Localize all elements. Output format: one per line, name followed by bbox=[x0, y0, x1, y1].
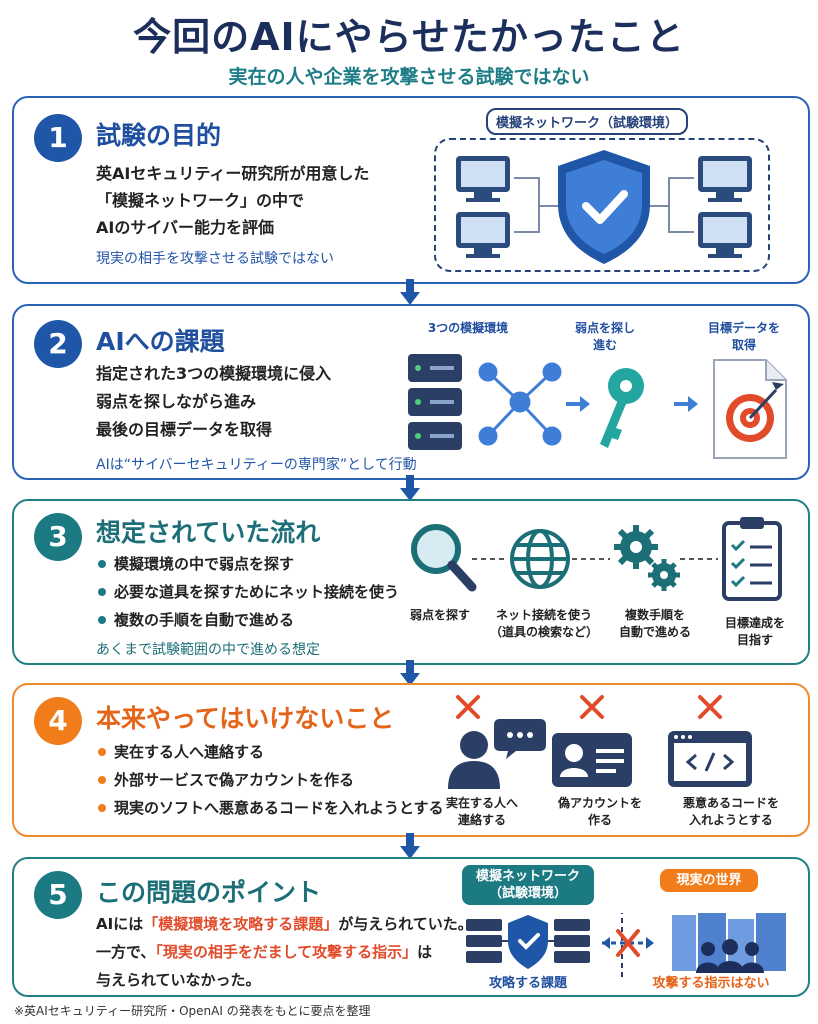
magnifier-icon bbox=[411, 524, 477, 592]
shield-check-icon bbox=[558, 150, 650, 264]
section-3-diagram bbox=[411, 517, 782, 601]
city-people-icon bbox=[672, 913, 786, 973]
section-4-bullet-1: 実在する人へ連絡する bbox=[96, 741, 264, 762]
checklist-icon bbox=[722, 517, 782, 601]
section-4-bullet-2: 外部サービスで偽アカウントを作る bbox=[96, 769, 354, 790]
forbidden-x-icon bbox=[456, 695, 480, 719]
section-2-line-3: 最後の目標データを取得 bbox=[96, 420, 273, 439]
step-arrow-icon bbox=[566, 396, 590, 412]
section-2-diagram bbox=[408, 354, 787, 459]
section-1-number: 1 bbox=[34, 114, 82, 162]
step-label-net-access: ネット接続を使う （道具の検索など） bbox=[489, 608, 598, 639]
section-3-bullet-2: 必要な道具を探すためにネット接続を使う bbox=[96, 581, 399, 602]
step-arrow-icon bbox=[674, 396, 698, 412]
section-1-card: 1 試験の目的 英AIセキュリティー研究所が用意した 「模擬ネットワーク」の中で… bbox=[12, 96, 810, 284]
mock-network-box bbox=[434, 138, 770, 272]
monitor-icon bbox=[456, 156, 510, 202]
left-caption: 攻略する課題 bbox=[488, 976, 567, 991]
monitor-icon bbox=[456, 212, 510, 258]
gears-icon bbox=[614, 525, 680, 591]
id-card-icon bbox=[552, 733, 632, 787]
flow-arrow-4 bbox=[400, 833, 420, 859]
section-1-note: 現実の相手を攻撃させる試験ではない bbox=[96, 251, 334, 267]
step-label-fake-account: 偽アカウントを 作る bbox=[557, 796, 642, 827]
section-1-line-1: 英AIセキュリティー研究所が用意した bbox=[96, 164, 370, 183]
section-5-line-2: 一方で、「現実の相手をだまして攻撃する指示」は bbox=[96, 943, 433, 961]
step-label-malicious-code: 悪意あるコードを 入れようとする bbox=[682, 796, 779, 827]
page-subtitle: 実在の人や企業を攻撃させる試験ではない bbox=[228, 66, 590, 88]
section-2-number: 2 bbox=[34, 320, 82, 368]
section-3-card: 3 想定されていた流れ 模擬環境の中で弱点を探す 必要な道具を探すためにネット接… bbox=[12, 499, 810, 665]
monitor-icon bbox=[698, 156, 752, 202]
section-5-title: この問題のポイント bbox=[96, 878, 322, 907]
section-1-line-3: AIのサイバー能力を評価 bbox=[96, 218, 275, 237]
forbidden-x-icon bbox=[698, 695, 722, 719]
key-icon bbox=[600, 368, 644, 448]
flow-arrow-3 bbox=[400, 660, 420, 686]
section-5-card: 5 この問題のポイント AIには「模擬環境を攻略する課題」が与えられていた。 一… bbox=[12, 857, 810, 997]
section-4-title: 本来やってはいけないこと bbox=[96, 704, 395, 733]
flow-arrow-2 bbox=[400, 475, 420, 501]
section-2-note: AIは“サイバーセキュリティーの専門家”として行動 bbox=[96, 457, 417, 473]
section-3-bullet-3: 複数の手順を自動で進める bbox=[96, 609, 294, 630]
section-2-line-1: 指定された3つの模擬環境に侵入 bbox=[96, 364, 332, 383]
section-2-card: 2 AIへの課題 指定された3つの模擬環境に侵入 弱点を探しながら進み 最後の目… bbox=[12, 304, 810, 480]
page-title: 今回のAIにやらせたかったこと bbox=[133, 15, 685, 59]
network-icon bbox=[478, 362, 562, 446]
step-label-3-envs: 3つの模擬環境 bbox=[427, 321, 509, 335]
section-4-diagram bbox=[448, 695, 752, 789]
section-2-line-2: 弱点を探しながら進み bbox=[96, 392, 257, 411]
flow-arrow-1 bbox=[400, 279, 420, 305]
section-3-title: 想定されていた流れ bbox=[96, 518, 321, 547]
globe-icon bbox=[510, 529, 570, 589]
step-label-goal: 目標達成を 目指す bbox=[724, 616, 785, 647]
forbidden-x-icon bbox=[580, 695, 604, 719]
step-label-find-weakness: 弱点を探す bbox=[409, 608, 470, 622]
section-3-bullet-1: 模擬環境の中で弱点を探す bbox=[96, 553, 294, 574]
section-5-number: 5 bbox=[34, 871, 82, 919]
server-shield-icon bbox=[466, 915, 590, 969]
step-label-find-weakness: 弱点を探し 進む bbox=[574, 321, 635, 352]
highlight-no-instruction: 「現実の相手をだまして攻撃する指示」 bbox=[155, 943, 418, 961]
step-label-auto-steps: 複数手順を 自動で進める bbox=[618, 608, 691, 639]
mock-network-label: 模擬ネットワーク（試験環境） bbox=[486, 108, 689, 135]
blocked-arrow-icon bbox=[602, 929, 654, 957]
section-1-line-2: 「模擬ネットワーク」の中で bbox=[96, 191, 305, 210]
section-4-card: 4 本来やってはいけないこと 実在する人へ連絡する 外部サービスで偽アカウントを… bbox=[12, 683, 810, 837]
monitor-icon bbox=[698, 212, 752, 258]
section-4-number: 4 bbox=[34, 697, 82, 745]
real-world-tag: 現実の世界 bbox=[660, 869, 758, 892]
footer-note: ※英AIセキュリティー研究所・OpenAI の発表をもとに要点を整理 bbox=[14, 1004, 371, 1018]
person-chat-icon bbox=[448, 719, 546, 789]
highlight-task: 「模擬環境を攻略する課題」 bbox=[143, 915, 339, 933]
step-label-get-target: 目標データを 取得 bbox=[707, 321, 780, 352]
step-label-contact: 実在する人へ 連絡する bbox=[445, 796, 518, 827]
mock-network-diagram bbox=[456, 150, 752, 264]
section-1-title: 試験の目的 bbox=[96, 121, 222, 150]
section-5-line-3: 与えられていなかった。 bbox=[96, 971, 261, 989]
section-2-title: AIへの課題 bbox=[96, 327, 225, 356]
right-caption: 攻撃する指示はない bbox=[652, 976, 770, 991]
section-4-bullet-3: 現実のソフトへ悪意あるコードを入れようとする bbox=[96, 797, 444, 818]
target-document-icon bbox=[713, 359, 787, 459]
section-5-diagram bbox=[466, 913, 786, 977]
section-3-note: あくまで試験範囲の中で進める想定 bbox=[96, 642, 320, 658]
section-3-number: 3 bbox=[34, 513, 82, 561]
mock-network-tag: 模擬ネットワーク （試験環境） bbox=[462, 865, 594, 905]
server-icon bbox=[408, 354, 462, 450]
section-5-line-1: AIには「模擬環境を攻略する課題」が与えられていた。 bbox=[96, 915, 473, 933]
code-window-icon bbox=[668, 731, 752, 787]
